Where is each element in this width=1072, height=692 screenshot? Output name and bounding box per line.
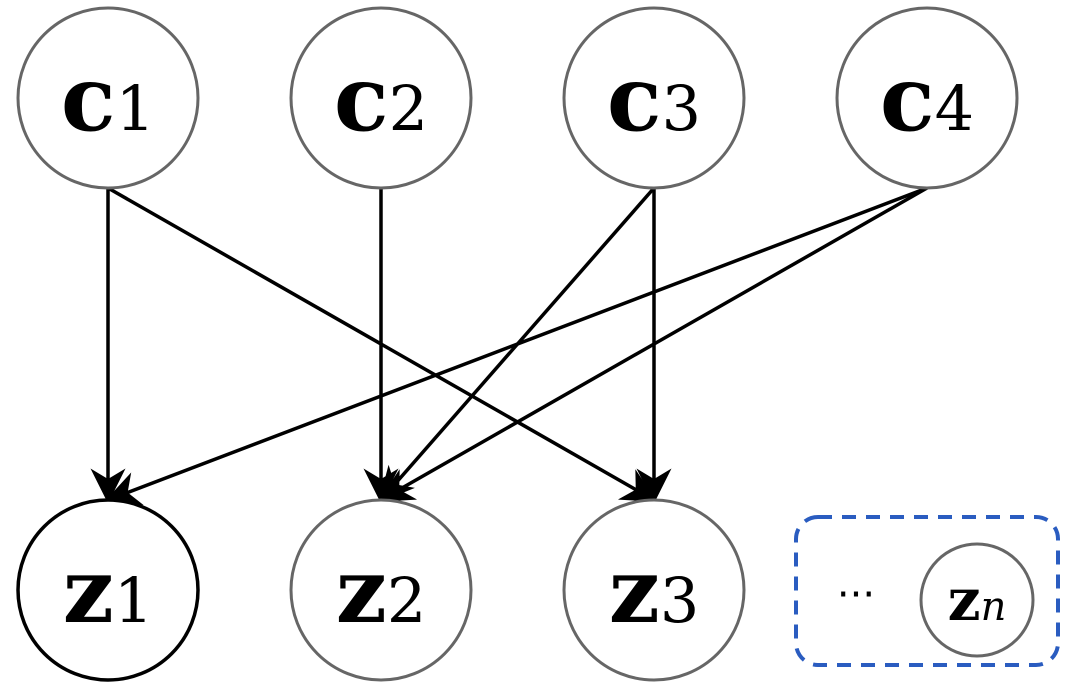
node-c3-label: c [607, 46, 662, 152]
svg-text:c1: c1 [61, 46, 155, 152]
node-z2-subscript: 2 [387, 564, 426, 637]
edge-layer [90, 186, 928, 506]
node-z1: z1 [16, 498, 200, 682]
svg-text:c4: c4 [880, 46, 974, 152]
edge-c4-z2 [377, 186, 928, 502]
node-c4: c4 [835, 6, 1019, 190]
node-zn [919, 542, 1035, 658]
node-c1: c1 [16, 6, 200, 190]
node-c2-subscript: 2 [389, 72, 428, 145]
svg-text:z1: z1 [63, 538, 154, 644]
svg-text:z3: z3 [609, 538, 700, 644]
node-zn-label: z [948, 566, 981, 634]
ellipsis: ··· [837, 572, 875, 618]
node-z2-label: z [336, 538, 387, 644]
edge-c4-z1 [104, 186, 928, 506]
node-zn-subscript: n [981, 584, 1007, 630]
node-c1-label: c [61, 46, 116, 152]
svg-text:c2: c2 [334, 46, 428, 152]
node-c3-subscript: 3 [662, 72, 701, 145]
node-z3: z3 [562, 498, 746, 682]
node-c2: c2 [289, 6, 473, 190]
node-c4-label: c [880, 46, 935, 152]
node-c4-subscript: 4 [935, 72, 974, 145]
node-c2-label: c [334, 46, 389, 152]
node-z2: z2 [289, 498, 473, 682]
node-z1-subscript: 1 [114, 564, 153, 637]
node-c3: c3 [562, 6, 746, 190]
svg-text:z2: z2 [336, 538, 427, 644]
node-c1-subscript: 1 [116, 72, 155, 145]
node-z1-label: z [63, 538, 114, 644]
svg-text:zn: zn [948, 566, 1007, 634]
node-z3-subscript: 3 [660, 564, 699, 637]
node-z3-label: z [609, 538, 660, 644]
svg-text:c3: c3 [607, 46, 701, 152]
remaining-latents-group: ··· zn [794, 515, 1060, 667]
